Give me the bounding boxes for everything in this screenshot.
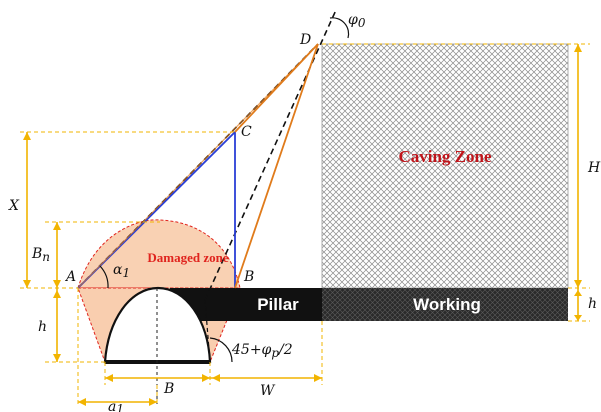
dim-label-B: B xyxy=(163,381,174,397)
damaged-zone-cap xyxy=(77,219,241,289)
dashed-line-B-down xyxy=(204,299,211,363)
damaged-zone-label: Damaged zone xyxy=(147,250,228,265)
shear-angle-arc xyxy=(209,337,233,363)
alpha1-arc xyxy=(99,265,109,289)
working-label: Working xyxy=(413,295,481,314)
line-B-D xyxy=(234,43,319,289)
phi0-arc xyxy=(329,17,350,39)
dim-label-Bn: Bn xyxy=(31,246,50,264)
line-A-D-orange xyxy=(77,43,319,289)
working-band xyxy=(322,288,568,321)
point-A-label: A xyxy=(64,269,76,285)
dim-label-h-left: h xyxy=(38,319,47,335)
dim-label-H: H xyxy=(587,160,601,176)
shear-angle-label: 45+φp/2 xyxy=(231,342,293,360)
dim-label-h-right: h xyxy=(588,296,597,312)
point-C-label: C xyxy=(241,124,252,140)
alpha1-label: α1 xyxy=(113,262,130,280)
pillar-label: Pillar xyxy=(257,295,299,314)
caving-zone-area xyxy=(321,43,569,289)
phi0-label: φ0 xyxy=(348,12,366,30)
dim-label-W: W xyxy=(260,383,276,399)
dashed-line-wall-D xyxy=(204,9,337,301)
caving-zone-label: Caving Zone xyxy=(398,147,491,166)
dim-label-a1: a1 xyxy=(108,399,124,412)
dim-label-X: X xyxy=(8,198,20,214)
point-B-label: B xyxy=(243,269,254,285)
point-D-label: D xyxy=(299,32,311,48)
